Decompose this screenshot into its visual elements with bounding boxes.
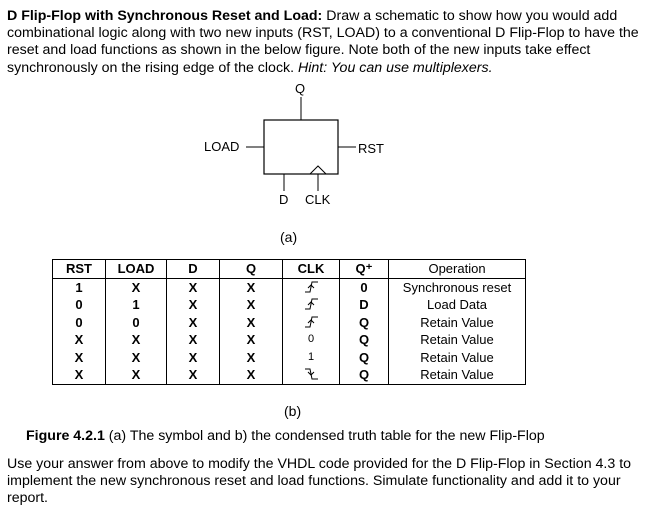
- cell-load: 1: [105, 296, 167, 314]
- cell-rst: X: [52, 348, 106, 366]
- symbol-rst-label: RST: [358, 141, 384, 156]
- header-rst: RST: [52, 259, 106, 279]
- cell-rst: 1: [52, 278, 106, 296]
- truth-table-header: RST LOAD D Q CLK Q⁺ Operation: [52, 259, 526, 279]
- instructions-text: Use your answer from above to modify the…: [7, 456, 632, 507]
- cell-qplus: Q: [339, 366, 389, 385]
- rising-edge-icon: [282, 278, 340, 296]
- rising-edge-icon: [282, 296, 340, 314]
- cell-q: X: [219, 366, 283, 385]
- cell-rst: X: [52, 331, 106, 349]
- problem-body: Draw a schematic to show how you would a…: [7, 8, 639, 76]
- cell-op: Load Data: [388, 296, 526, 314]
- cell-q: X: [219, 348, 283, 366]
- figure-label: Figure 4.2.1: [26, 428, 105, 444]
- cell-op: Retain Value: [388, 331, 526, 349]
- cell-clk: 1: [282, 348, 340, 366]
- cell-q: X: [219, 296, 283, 314]
- cell-load: X: [105, 278, 167, 296]
- cell-rst: 0: [52, 313, 106, 331]
- header-clk: CLK: [282, 259, 340, 279]
- cell-qplus: Q: [339, 313, 389, 331]
- cell-load: 0: [105, 313, 167, 331]
- cell-d: X: [166, 296, 220, 314]
- cell-op: Retain Value: [388, 313, 526, 331]
- cell-load: X: [105, 331, 167, 349]
- cell-clk: 0: [282, 331, 340, 349]
- cell-q: X: [219, 278, 283, 296]
- header-q: Q: [219, 259, 283, 279]
- problem-statement: D Flip-Flop with Synchronous Reset and L…: [7, 8, 657, 77]
- symbol-q-label: Q: [295, 81, 306, 96]
- cell-qplus: 0: [339, 278, 389, 296]
- problem-title: D Flip-Flop with Synchronous Reset and L…: [7, 8, 323, 24]
- cell-d: X: [166, 348, 220, 366]
- flip-flop-box: [263, 119, 339, 175]
- cell-op: Synchronous reset: [388, 278, 526, 296]
- symbol-clk-label: CLK: [305, 192, 331, 207]
- figure-text: (a) The symbol and b) the condensed trut…: [104, 428, 545, 444]
- falling-edge-icon: [282, 366, 340, 385]
- cell-load: X: [105, 366, 167, 385]
- problem-hint: Hint: You can use multiplexers.: [298, 59, 493, 76]
- cell-qplus: Q: [339, 331, 389, 349]
- header-d: D: [166, 259, 220, 279]
- cell-qplus: Q: [339, 348, 389, 366]
- symbol-load-label: LOAD: [204, 139, 240, 154]
- cell-load: X: [105, 348, 167, 366]
- caption-a: (a): [280, 229, 298, 245]
- cell-q: X: [219, 313, 283, 331]
- clock-triangle-icon: [309, 165, 327, 175]
- cell-op: Retain Value: [388, 348, 526, 366]
- header-qplus: Q⁺: [339, 259, 389, 279]
- header-operation: Operation: [388, 259, 526, 279]
- cell-qplus: D: [339, 296, 389, 314]
- cell-q: X: [219, 331, 283, 349]
- cell-d: X: [166, 313, 220, 331]
- figure-caption: Figure 4.2.1 (a) The symbol and b) the c…: [26, 428, 545, 444]
- cell-d: X: [166, 278, 220, 296]
- caption-b: (b): [284, 403, 302, 419]
- cell-op: Retain Value: [388, 366, 526, 385]
- rising-edge-icon: [282, 313, 340, 331]
- header-load: LOAD: [105, 259, 167, 279]
- cell-rst: 0: [52, 296, 106, 314]
- cell-d: X: [166, 366, 220, 385]
- symbol-d-label: D: [279, 192, 289, 207]
- cell-d: X: [166, 331, 220, 349]
- cell-rst: X: [52, 366, 106, 385]
